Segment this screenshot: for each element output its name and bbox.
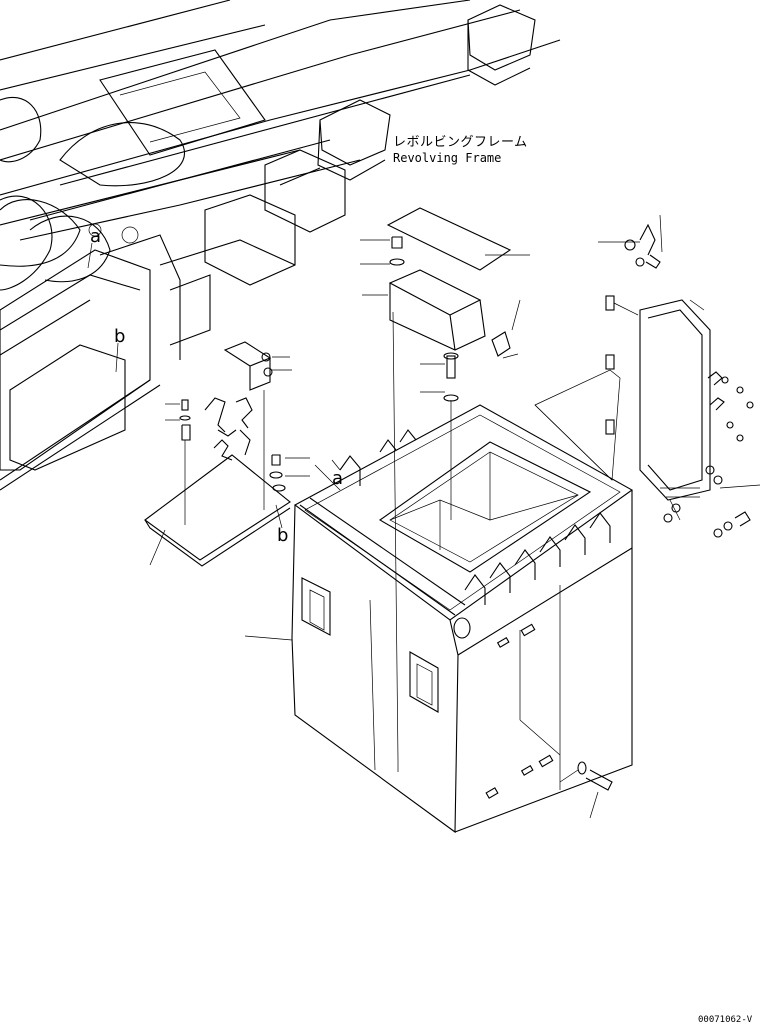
bracket-parts <box>144 341 310 567</box>
reference-letter-b: b <box>114 326 126 347</box>
reference-letter-b: b <box>277 525 289 546</box>
revolving-frame-drawing <box>0 0 561 491</box>
housing-box <box>244 404 634 834</box>
side-door-panel <box>534 214 761 538</box>
top-cover-plate <box>386 207 530 271</box>
centre-bolt <box>420 352 459 520</box>
title-english: Revolving Frame <box>393 151 502 165</box>
tool-box <box>360 236 521 761</box>
reference-letter-a: a <box>90 226 102 247</box>
reference-letter-a: a <box>332 468 344 489</box>
title-japanese: レボルビングフレーム <box>393 135 528 150</box>
document-id: 00071062-V <box>698 1015 753 1025</box>
